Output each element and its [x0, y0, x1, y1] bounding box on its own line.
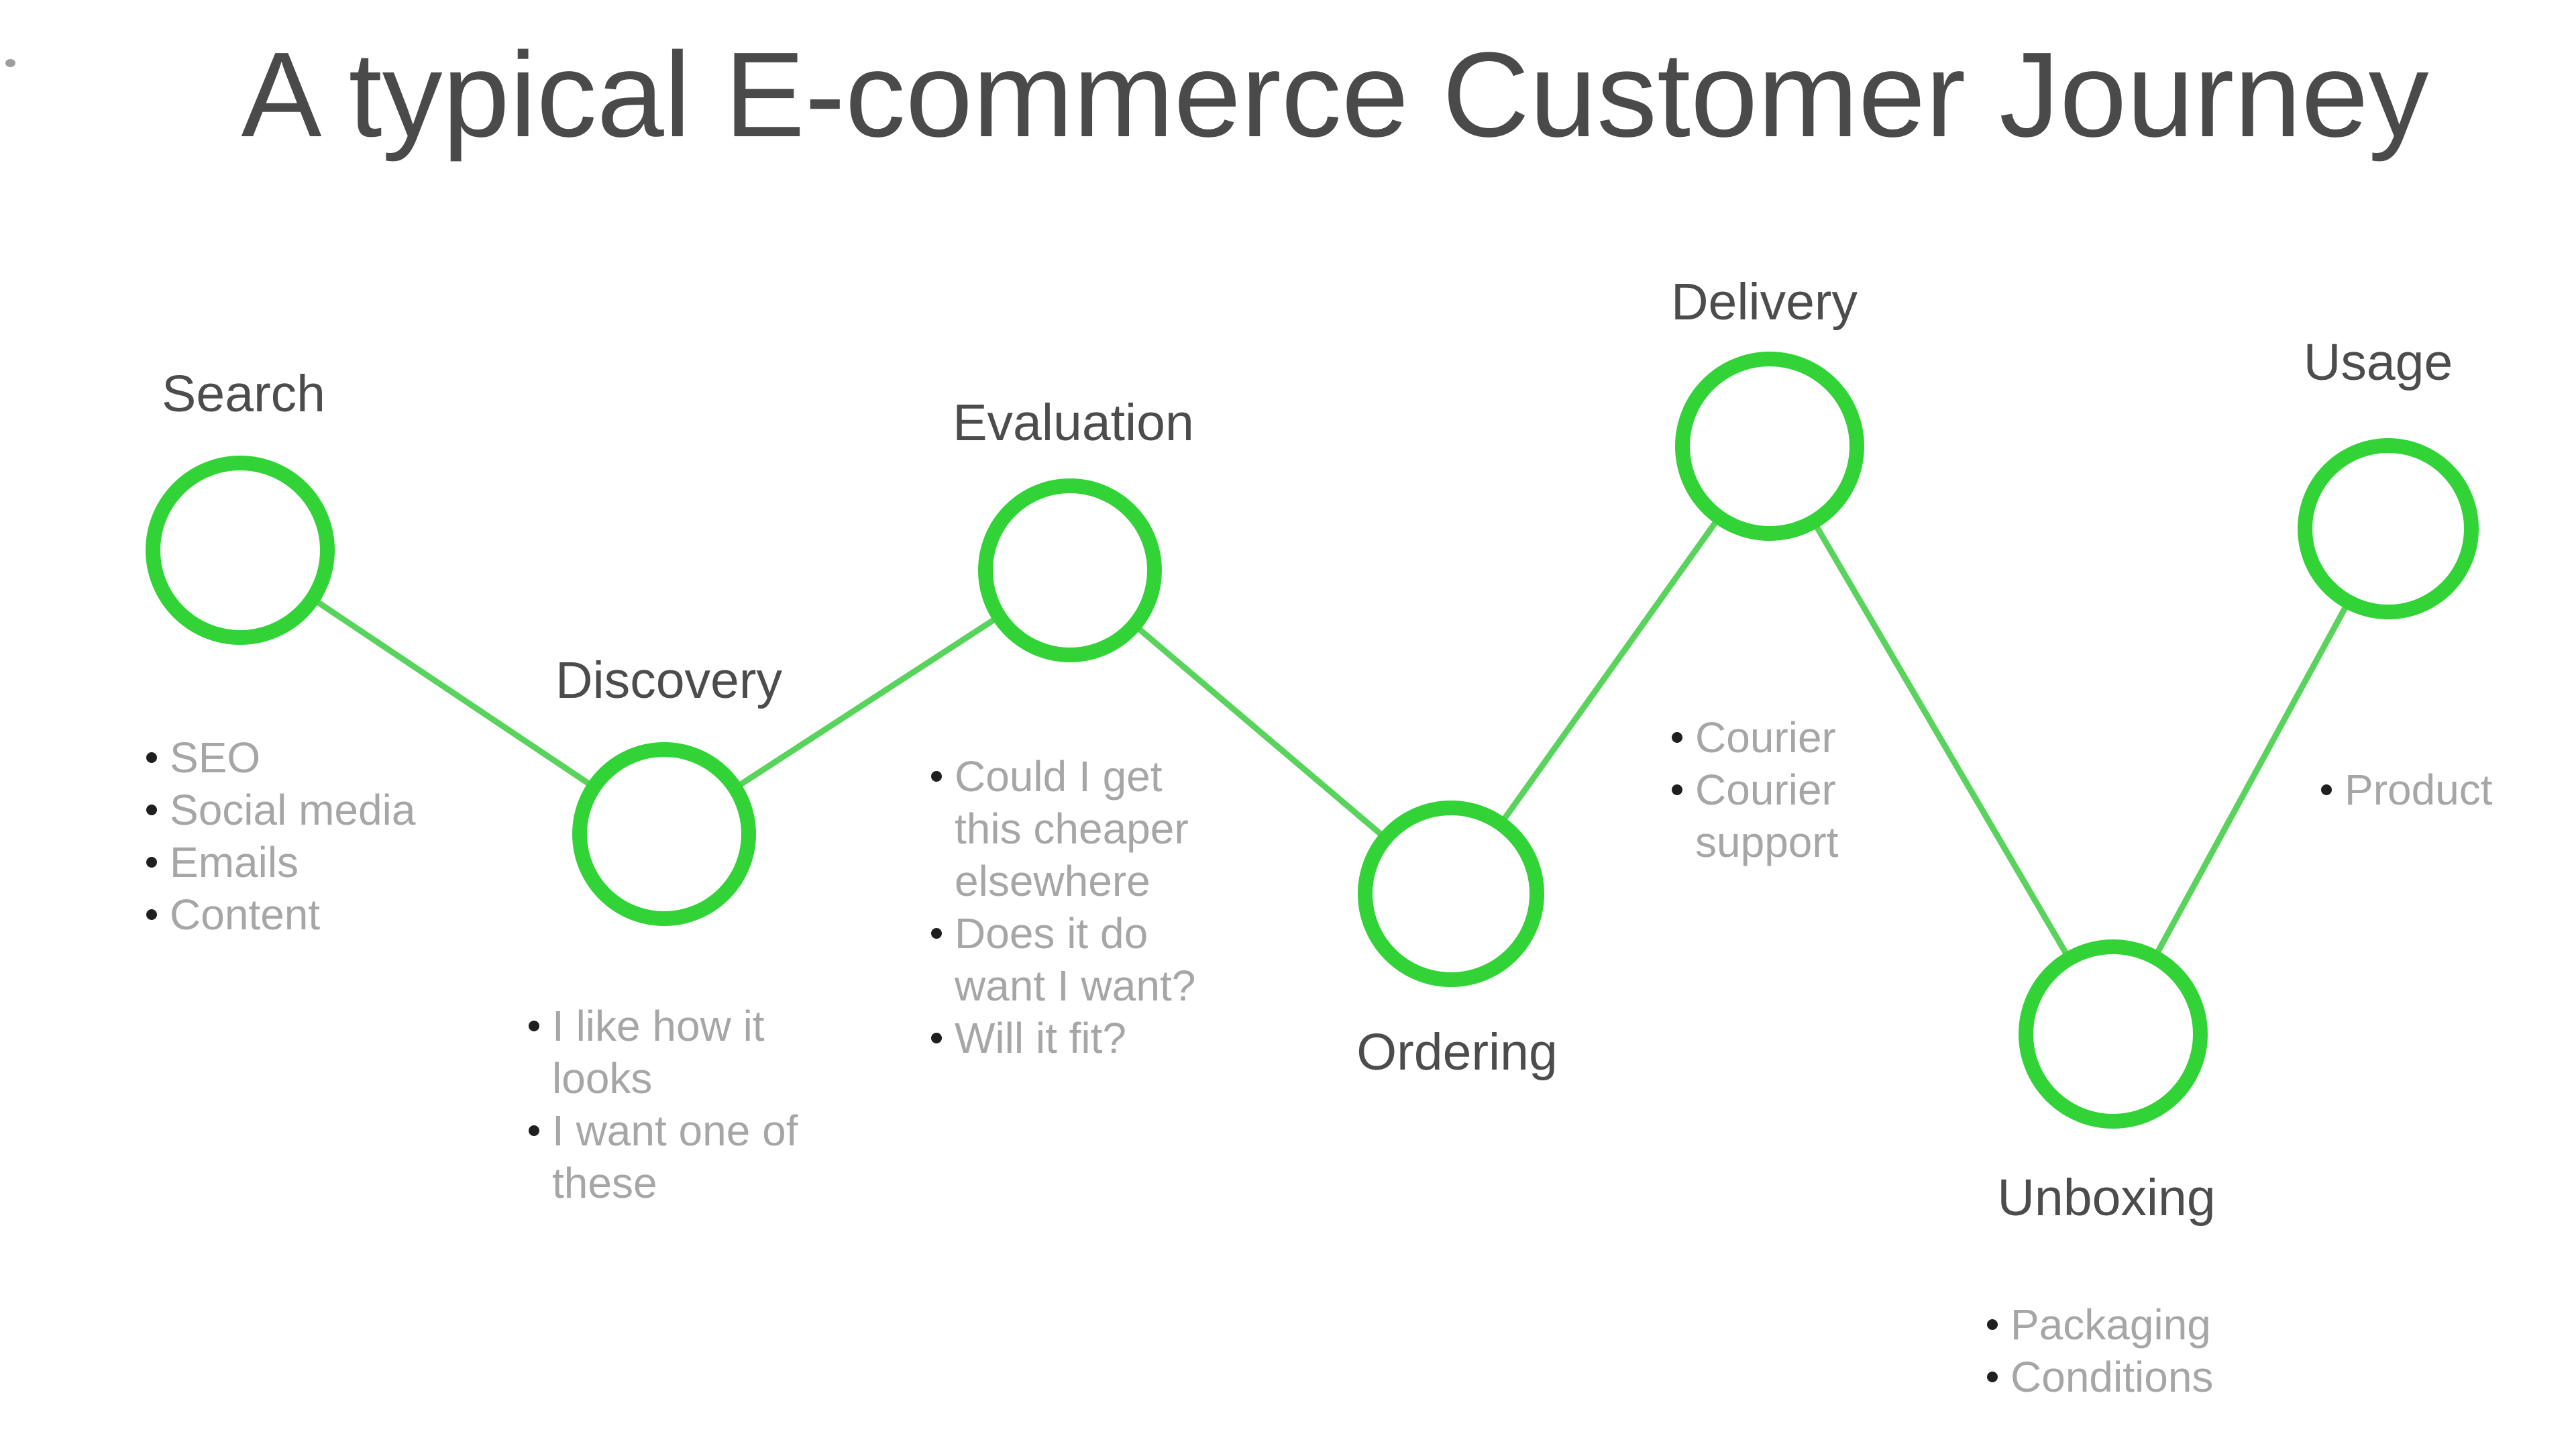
bullet-icon	[529, 1021, 539, 1031]
note-line: Emails	[170, 838, 299, 886]
list-item: Does it do want I want?	[931, 907, 1195, 1012]
usage-node-circle	[2298, 438, 2479, 619]
evaluation-node-circle	[978, 478, 1162, 662]
list-item: I like how it looks	[529, 1000, 798, 1104]
bullet-icon	[931, 1033, 942, 1043]
note-line: Product	[2345, 766, 2493, 814]
list-item: Content	[146, 888, 415, 941]
search-notes: SEO Social media Emails Content	[146, 731, 415, 941]
list-item: Will it fit?	[931, 1012, 1195, 1064]
list-item: Could I get this cheaper elsewhere	[931, 750, 1195, 907]
connector-unboxing-usage	[2110, 527, 2391, 1036]
bullet-icon	[931, 771, 942, 782]
note-line: this cheaper	[955, 805, 1189, 853]
delivery-notes: Courier Courier support	[1672, 711, 1838, 868]
discovery-node-circle	[572, 742, 756, 926]
bullet-icon	[529, 1125, 539, 1136]
unboxing-notes: Packaging Conditions	[1987, 1298, 2213, 1403]
bullet-icon	[1987, 1319, 1998, 1330]
stage-label-ordering: Ordering	[1356, 1023, 1558, 1081]
note-line: Courier	[1695, 766, 1836, 814]
stage-label-evaluation: Evaluation	[953, 394, 1194, 452]
note-line: support	[1695, 818, 1839, 866]
stage-label-delivery: Delivery	[1670, 273, 1858, 331]
list-item: SEO	[146, 731, 415, 784]
connector-delivery-unboxing	[1767, 444, 2116, 1036]
bullet-icon	[146, 909, 157, 920]
list-item: Emails	[146, 836, 415, 888]
note-line: Content	[170, 890, 321, 939]
note-line: these	[552, 1159, 657, 1207]
bullet-icon	[931, 928, 942, 939]
note-line: I want one of	[552, 1107, 798, 1155]
bullet-icon	[2321, 784, 2332, 795]
delivery-node-circle	[1675, 352, 1864, 541]
note-line: Courier	[1695, 713, 1836, 762]
note-line: I like how it	[552, 1002, 765, 1050]
page-title: A typical E-commerce Customer Journey	[241, 28, 2429, 162]
note-line: Will it fit?	[955, 1014, 1126, 1062]
list-item: I want one of these	[529, 1104, 798, 1209]
note-line: SEO	[170, 733, 261, 782]
note-line: Could I get	[955, 752, 1163, 801]
note-line: want I want?	[955, 962, 1196, 1010]
discovery-notes: I like how it looks I want one of these	[529, 1000, 798, 1209]
usage-notes: Product	[2321, 764, 2493, 816]
note-line: elsewhere	[955, 857, 1150, 905]
unboxing-node-circle	[2019, 939, 2208, 1129]
list-item: Packaging	[1987, 1298, 2213, 1351]
bullet-icon	[146, 805, 157, 815]
search-node-circle	[146, 456, 335, 645]
stage-label-usage: Usage	[2303, 333, 2453, 391]
list-item: Product	[2321, 764, 2493, 816]
bullet-icon	[1672, 732, 1682, 743]
note-line: Social media	[170, 786, 416, 834]
note-line: Does it do	[955, 909, 1148, 958]
bullet-icon	[1987, 1372, 1998, 1382]
list-item: Courier support	[1672, 764, 1838, 868]
stray-mark	[5, 59, 15, 67]
bullet-icon	[146, 857, 157, 868]
bullet-icon	[1672, 784, 1682, 795]
stage-label-discovery: Discovery	[555, 652, 783, 709]
note-line: Conditions	[2010, 1353, 2214, 1401]
ordering-node-circle	[1358, 801, 1544, 987]
note-line: Packaging	[2010, 1300, 2211, 1349]
list-item: Courier	[1672, 711, 1838, 764]
list-item: Conditions	[1987, 1351, 2213, 1403]
bullet-icon	[146, 752, 157, 763]
note-line: looks	[552, 1054, 653, 1102]
stage-label-unboxing: Unboxing	[1997, 1169, 2216, 1227]
stage-label-search: Search	[162, 365, 325, 423]
evaluation-notes: Could I get this cheaper elsewhere Does …	[931, 750, 1195, 1064]
list-item: Social media	[146, 784, 415, 836]
